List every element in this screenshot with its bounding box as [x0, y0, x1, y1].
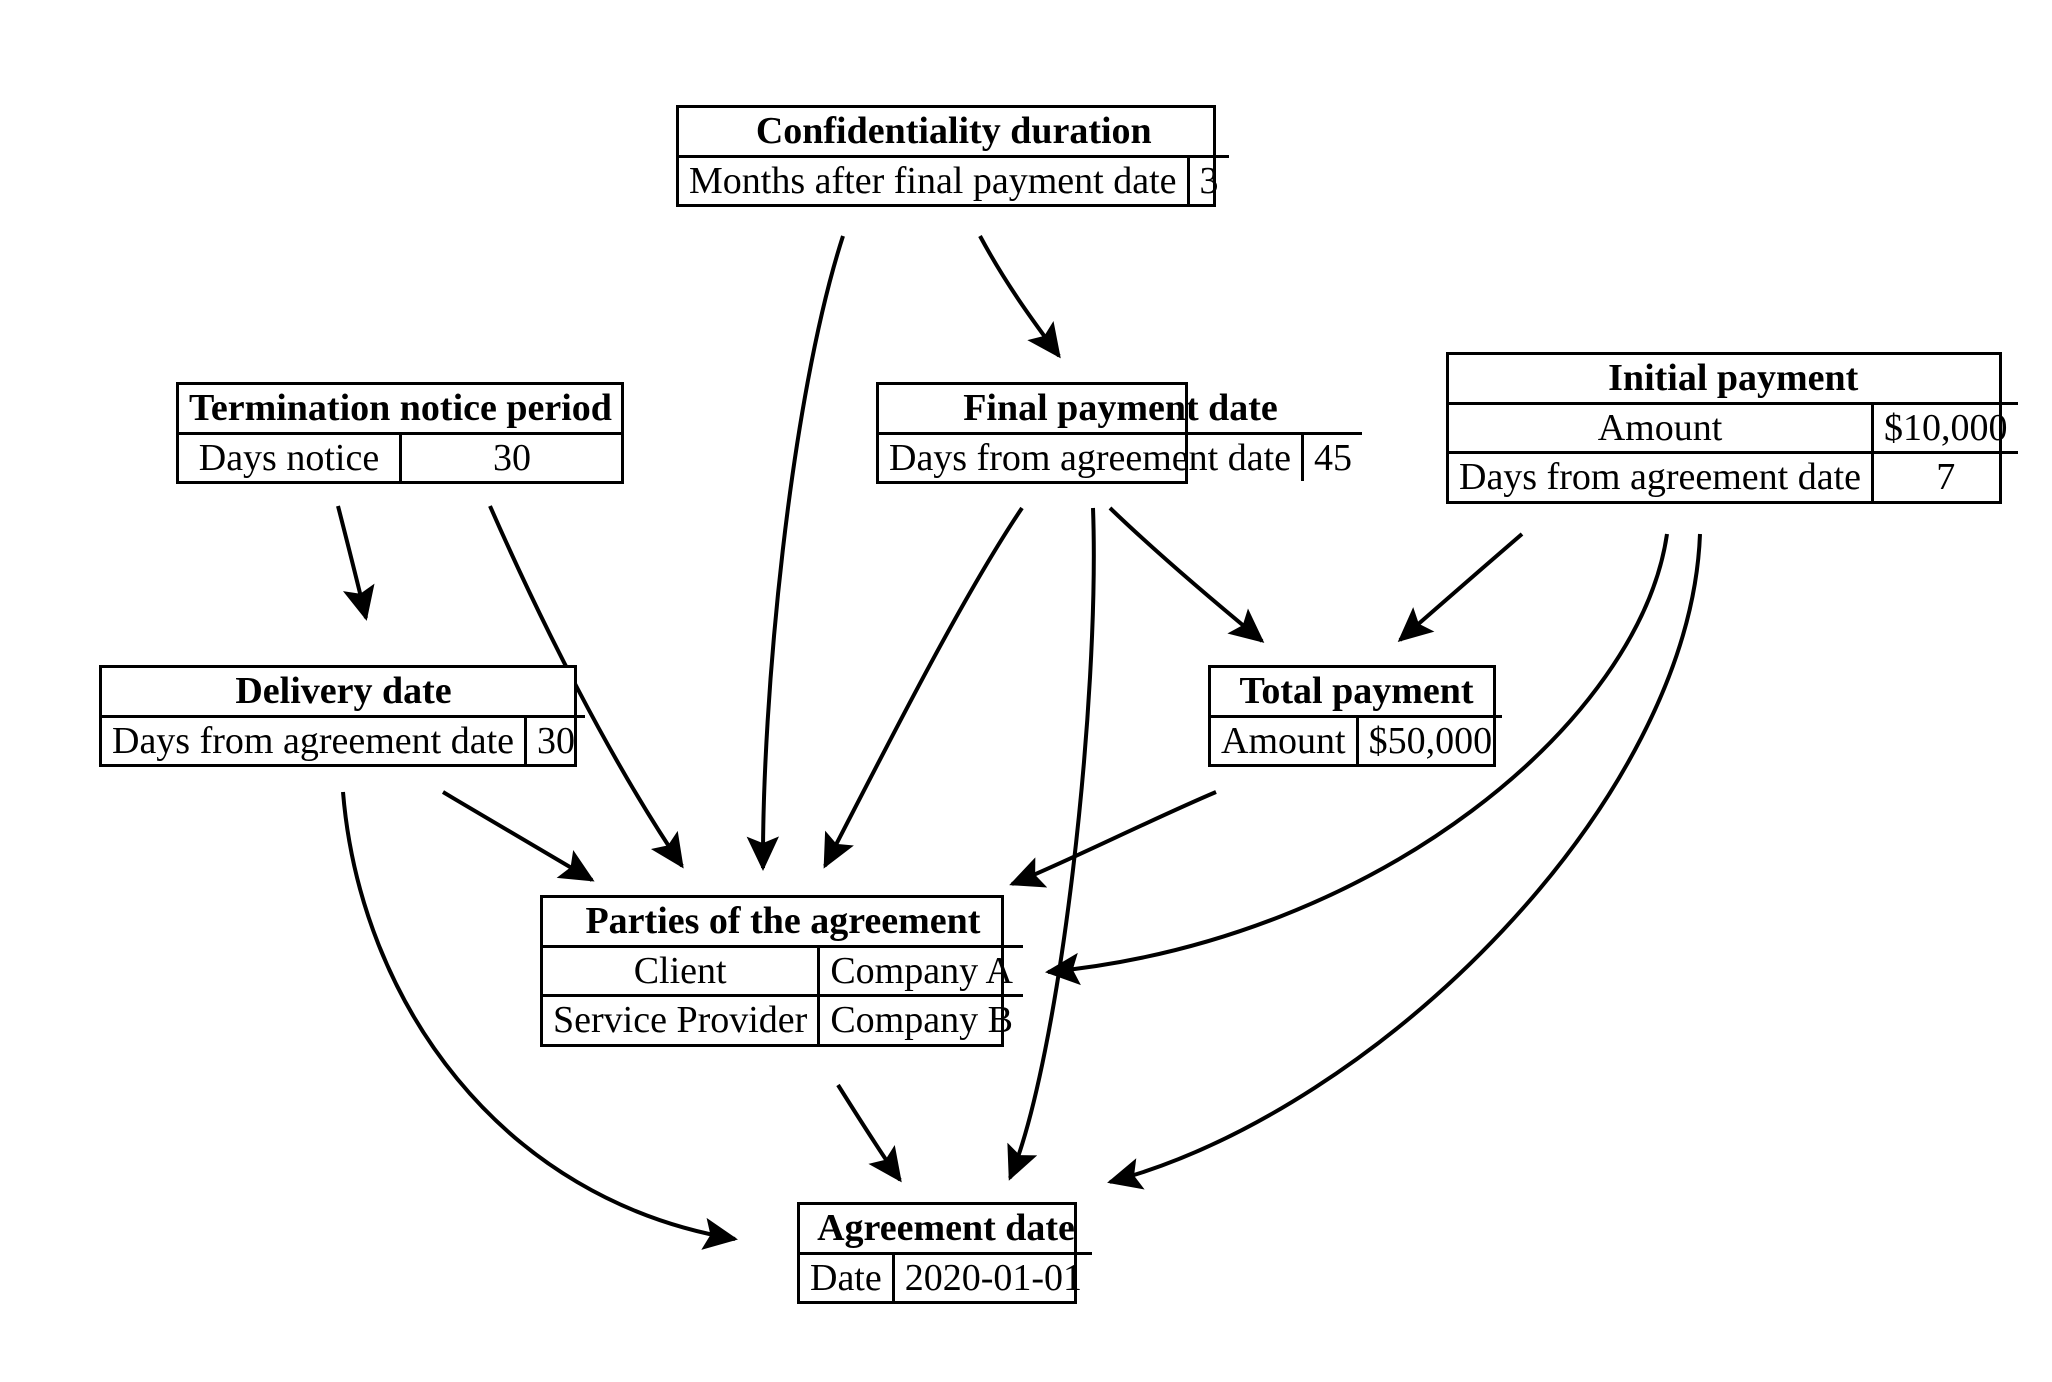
node-title: Termination notice period — [179, 385, 622, 435]
node-agreement-date[interactable]: Agreement date Date 2020-01-01 — [797, 1202, 1093, 1305]
edge-termination-to-delivery — [336, 505, 375, 621]
node-row-key: Days from agreement date — [102, 716, 527, 765]
node-row-key: Amount — [1449, 403, 1874, 453]
edge-confidentiality-to-parties — [746, 235, 845, 871]
node-title: Final payment date — [879, 385, 1362, 435]
node-confidentiality-duration[interactable]: Confidentiality duration Months after fi… — [676, 105, 1229, 208]
node-total-payment[interactable]: Total payment Amount $50,000 — [1208, 665, 1503, 768]
node-title: Total payment — [1211, 668, 1503, 718]
edge-final-payment-to-agreement-date — [1007, 507, 1096, 1181]
node-row-value: Company A — [830, 949, 1013, 992]
node-termination-notice-period[interactable]: Termination notice period Days notice 30 — [176, 382, 624, 485]
edge-total-payment-to-parties — [1009, 790, 1217, 888]
edge-confidentiality-to-final-payment — [978, 235, 1061, 359]
node-title: Delivery date — [102, 668, 585, 718]
node-title: Agreement date — [800, 1205, 1093, 1255]
edge-final-payment-to-parties — [823, 506, 1024, 869]
node-row-key: Days notice — [179, 433, 402, 482]
node-final-payment-date[interactable]: Final payment date Days from agreement d… — [876, 382, 1362, 485]
node-row-key: Service Provider — [543, 994, 821, 1044]
node-parties-of-the-agreement[interactable]: Parties of the agreement Client Company … — [540, 895, 1023, 1047]
node-row-value: 45 — [1314, 436, 1352, 479]
edge-initial-payment-to-agreement-date — [1107, 533, 1702, 1190]
node-row-value: 2020-01-01 — [904, 1256, 1083, 1299]
node-delivery-date[interactable]: Delivery date Days from agreement date 3… — [99, 665, 585, 768]
node-title: Initial payment — [1449, 355, 2018, 405]
edge-parties-to-agreement-date — [836, 1083, 902, 1183]
node-row-value: 7 — [1872, 451, 2018, 501]
node-title: Confidentiality duration — [679, 108, 1229, 158]
node-row-value: $10,000 — [1884, 406, 2008, 449]
edge-delivery-to-parties — [441, 790, 595, 882]
node-row-key: Date — [800, 1253, 895, 1302]
node-row-key: Days from agreement date — [879, 433, 1304, 482]
node-row-value: $50,000 — [1368, 719, 1493, 762]
node-row-key: Client — [543, 946, 821, 996]
node-row-value: 3 — [1199, 159, 1219, 202]
node-row-key: Months after final payment date — [679, 156, 1190, 205]
edge-initial-payment-to-total-payment — [1397, 532, 1524, 642]
node-row-value: 30 — [492, 436, 531, 479]
node-row-key: Days from agreement date — [1449, 451, 1874, 501]
node-row-key: Amount — [1211, 716, 1359, 765]
node-title: Parties of the agreement — [543, 898, 1023, 948]
node-row-value: 30 — [537, 719, 575, 762]
edge-final-payment-to-total-payment — [1108, 506, 1265, 643]
node-row-value: Company B — [818, 994, 1023, 1044]
node-initial-payment[interactable]: Initial payment Amount $10,000 Days from… — [1446, 352, 2018, 504]
